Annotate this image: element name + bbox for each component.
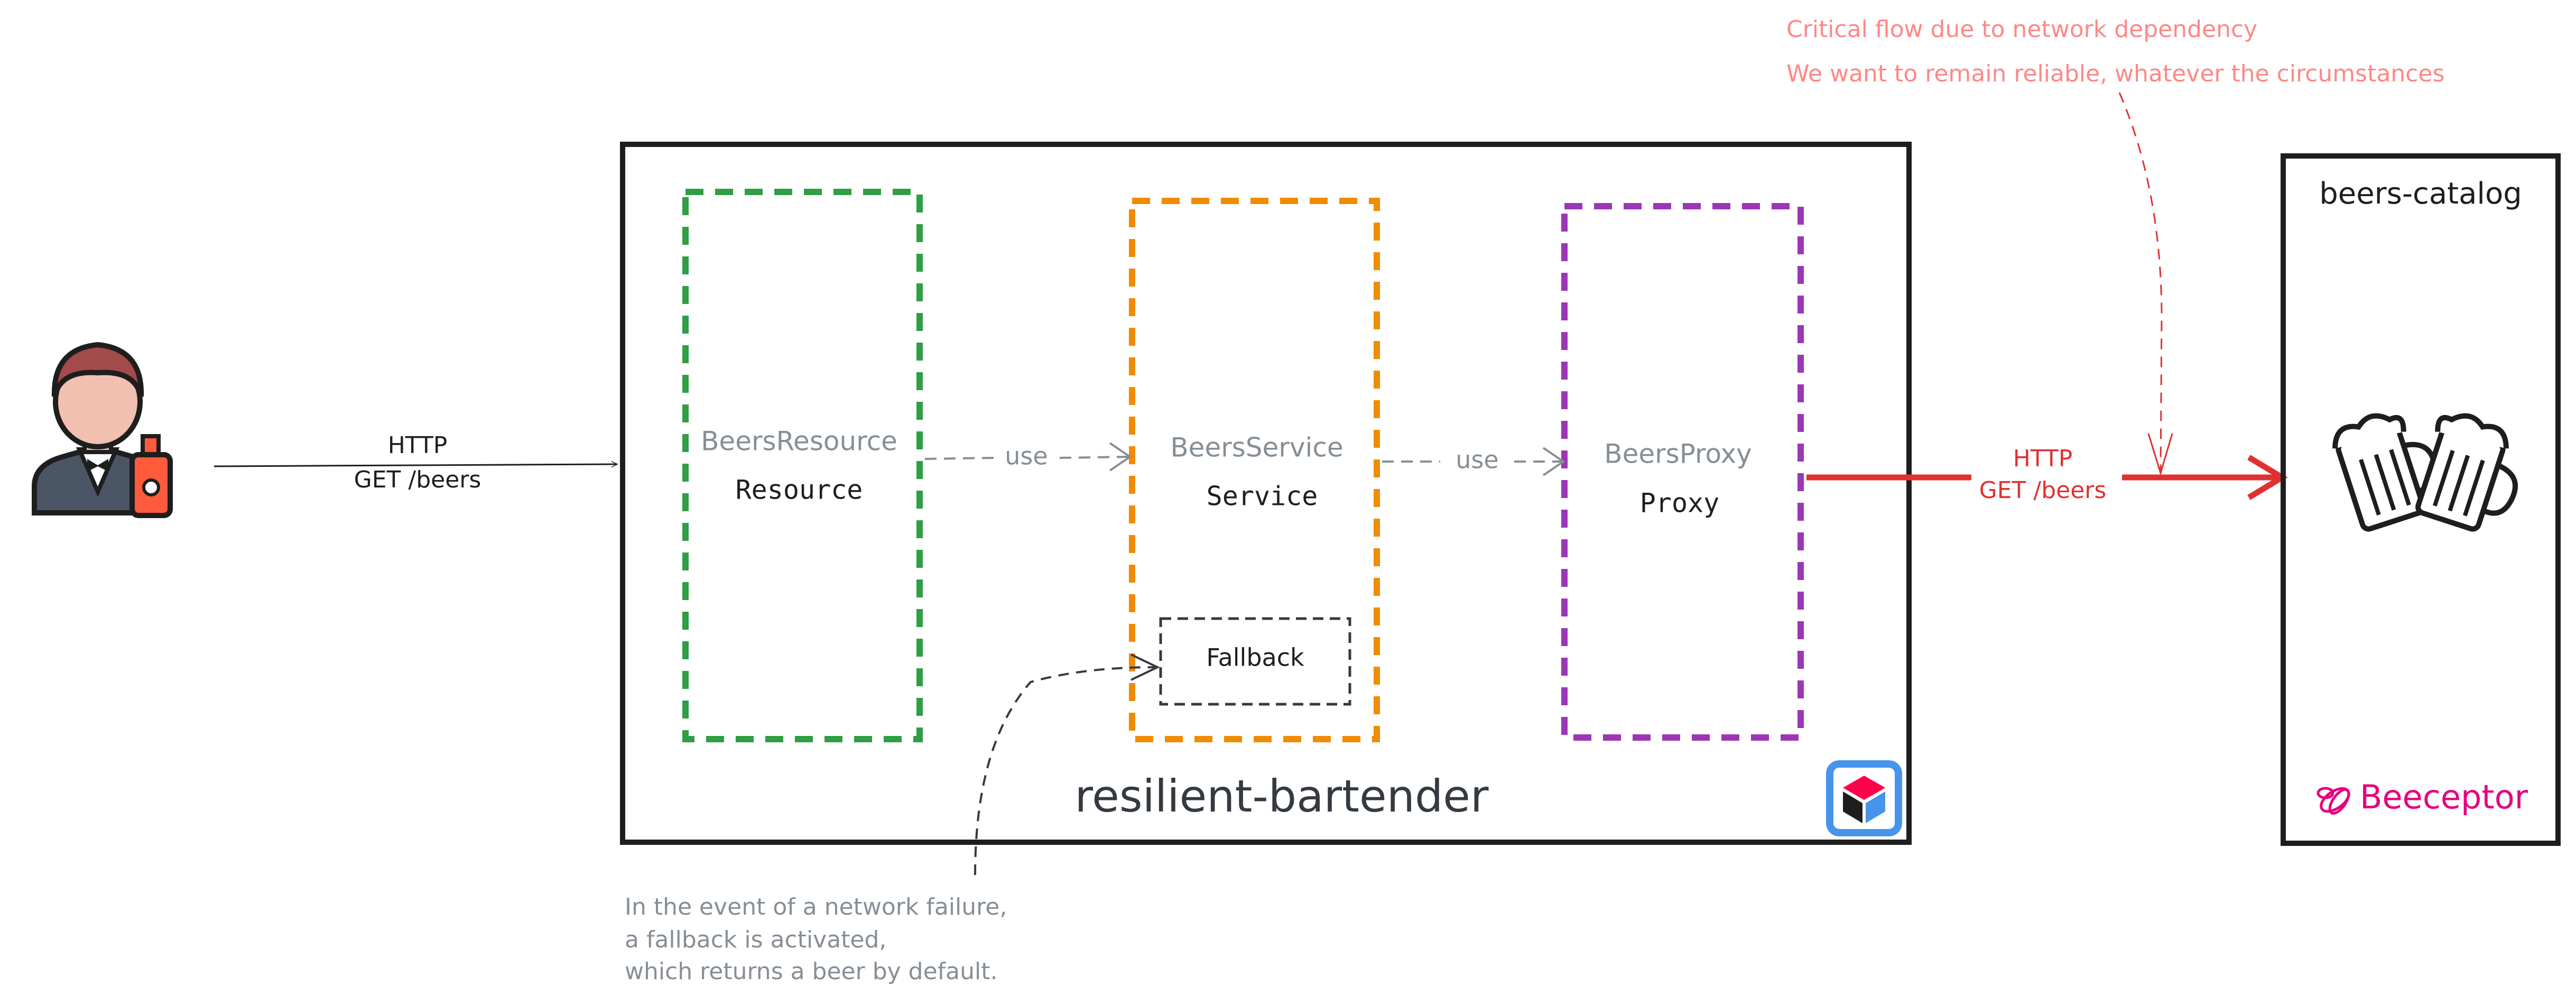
beeceptor-label: Beeceptor [2360, 778, 2528, 816]
critical-note-arrow [2118, 92, 2173, 476]
service-to-proxy-label: use [1456, 446, 1498, 474]
fallback-note-line1: In the event of a network failure, [625, 894, 1007, 920]
fallback-note-line2: a fallback is activated, [625, 926, 886, 953]
service-role: Service [1207, 481, 1318, 512]
critical-note-line2: We want to remain reliable, whatever the… [1786, 60, 2444, 87]
beer-mugs-cheers-icon [2332, 413, 2518, 532]
critical-note-line1: Critical flow due to network dependency [1786, 16, 2257, 43]
resource-layer-box [682, 189, 923, 742]
resource-class-name: BeersResource [701, 426, 897, 457]
remote-call-protocol: HTTP [2013, 445, 2073, 472]
proxy-layer-box [1561, 203, 1804, 741]
service-to-proxy-arrow [1382, 447, 1565, 476]
client-request-path: GET /beers [354, 466, 481, 493]
beers-catalog-name: beers-catalog [2319, 177, 2522, 211]
bee-logo-icon [2316, 787, 2350, 815]
fallback-note-arrow [974, 653, 1160, 876]
resource-to-service-arrow [924, 442, 1132, 472]
quarkus-logo-icon [1826, 760, 1902, 836]
client-request-protocol: HTTP [388, 432, 448, 459]
proxy-class-name: BeersProxy [1604, 439, 1752, 469]
app-container [620, 142, 1912, 845]
service-class-name: BeersService [1170, 432, 1343, 463]
fallback-note-line3: which returns a beer by default. [625, 958, 997, 985]
beers-catalog-container [2281, 153, 2561, 846]
service-layer-box [1129, 198, 1380, 742]
fallback-label: Fallback [1206, 643, 1304, 672]
remote-call-path: GET /beers [1979, 477, 2107, 504]
waiter-with-bottle-icon [32, 342, 173, 518]
resource-to-service-label: use [1005, 442, 1048, 471]
client-request-arrow [214, 464, 617, 466]
proxy-role: Proxy [1640, 488, 1720, 519]
app-name: resilient-bartender [1074, 770, 1488, 822]
fallback-box [1159, 617, 1351, 706]
resource-role: Resource [736, 475, 863, 505]
